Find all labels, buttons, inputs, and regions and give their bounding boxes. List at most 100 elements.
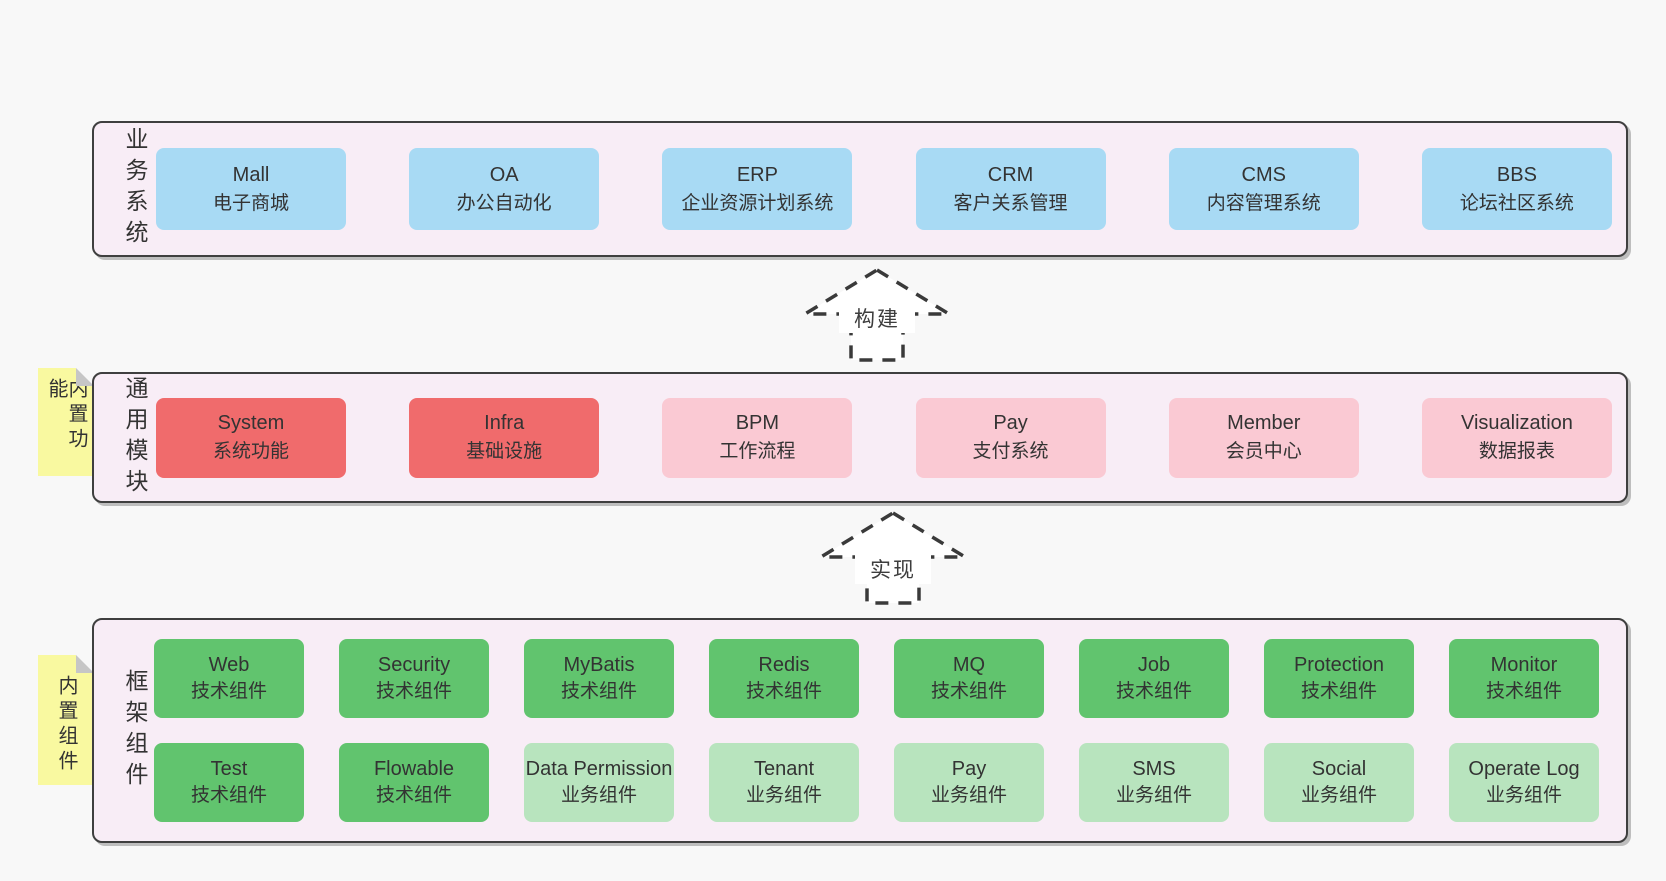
box-title: Member — [1227, 412, 1301, 435]
box-title: Social — [1311, 758, 1367, 781]
box-title: MyBatis — [563, 654, 635, 677]
sticky-label: 内置功能 — [45, 378, 87, 453]
box-mall: Mall 电子商城 — [156, 148, 346, 230]
box-title: ERP — [736, 163, 778, 186]
box-subtitle: 业务组件 — [1300, 785, 1377, 807]
box-subtitle: 系统功能 — [212, 441, 289, 463]
business-boxes-row: Mall 电子商城 OA 办公自动化 ERP 企业资源计划系统 CRM 客户关系… — [156, 148, 1612, 230]
box-subtitle: 内容管理系统 — [1206, 192, 1321, 214]
box-oa: OA 办公自动化 — [409, 148, 600, 230]
box-title: Tenant — [753, 758, 815, 781]
box-subtitle: 会员中心 — [1225, 441, 1302, 463]
box-social: Social 业务组件 — [1264, 743, 1414, 822]
box-subtitle: 客户关系管理 — [953, 192, 1068, 214]
box-subtitle: 企业资源计划系统 — [681, 192, 834, 214]
box-title: Pay — [993, 412, 1028, 435]
box-title: Job — [1137, 654, 1171, 677]
box-title: Pay — [951, 758, 987, 781]
box-title: CRM — [987, 163, 1034, 186]
box-subtitle: 工作流程 — [719, 441, 796, 463]
box-sms: SMS 业务组件 — [1079, 743, 1229, 822]
box-subtitle: 业务组件 — [745, 785, 822, 807]
box-subtitle: 技术组件 — [375, 681, 452, 703]
box-subtitle: 技术组件 — [190, 785, 267, 807]
box-protection: Protection 技术组件 — [1264, 639, 1414, 718]
box-title: Web — [208, 654, 250, 677]
box-title: Protection — [1293, 654, 1385, 677]
box-tenant: Tenant 业务组件 — [709, 743, 859, 822]
modules-boxes-row: System 系统功能 Infra 基础设施 BPM 工作流程 Pay 支付系统… — [156, 397, 1612, 478]
box-bbs: BBS 论坛社区系统 — [1421, 148, 1612, 230]
box-subtitle: 支付系统 — [972, 441, 1049, 463]
box-subtitle: 电子商城 — [212, 192, 289, 214]
box-title: Visualization — [1460, 412, 1573, 435]
box-subtitle: 业务组件 — [930, 785, 1007, 807]
box-test: Test 技术组件 — [154, 743, 304, 822]
box-web: Web 技术组件 — [154, 639, 304, 718]
box-bpm: BPM 工作流程 — [662, 397, 853, 478]
box-subtitle: 论坛社区系统 — [1459, 192, 1574, 214]
box-subtitle: 技术组件 — [375, 785, 452, 807]
framework-row-2: Test 技术组件 Flowable 技术组件 Data Permission … — [154, 743, 1599, 822]
box-cms: CMS 内容管理系统 — [1168, 148, 1359, 230]
box-subtitle: 基础设施 — [466, 441, 543, 463]
box-title: Mall — [232, 163, 270, 186]
box-title: BPM — [735, 412, 780, 435]
box-pay: Pay 支付系统 — [915, 397, 1106, 478]
sticky-note-builtin-components: 内置组件 — [38, 655, 94, 785]
section-label-framework: 框架组件 — [122, 668, 148, 793]
box-subtitle: 业务组件 — [1485, 785, 1562, 807]
box-title: Infra — [484, 412, 525, 435]
box-mq: MQ 技术组件 — [894, 639, 1044, 718]
box-operate-log: Operate Log 业务组件 — [1449, 743, 1599, 822]
box-flowable: Flowable 技术组件 — [339, 743, 489, 822]
folded-corner-icon — [76, 655, 94, 673]
box-erp: ERP 企业资源计划系统 — [662, 148, 853, 230]
box-subtitle: 业务组件 — [1115, 785, 1192, 807]
box-data-permission: Data Permission 业务组件 — [524, 743, 674, 822]
section-label-business: 业务系统 — [122, 127, 148, 251]
box-title: Monitor — [1490, 654, 1558, 677]
box-subtitle: 技术组件 — [190, 681, 267, 703]
box-subtitle: 技术组件 — [745, 681, 822, 703]
box-subtitle: 技术组件 — [1485, 681, 1562, 703]
arrow-label-implement: 实现 — [855, 554, 931, 584]
section-framework-components: 框架组件 Web 技术组件 Security 技术组件 MyBatis 技术组件… — [92, 618, 1628, 843]
box-subtitle: 数据报表 — [1478, 441, 1555, 463]
box-subtitle: 业务组件 — [560, 785, 637, 807]
folded-corner-icon — [76, 368, 94, 386]
box-title: MQ — [952, 654, 986, 677]
box-monitor: Monitor 技术组件 — [1449, 639, 1599, 718]
box-title: Redis — [758, 654, 810, 677]
box-title: Test — [210, 758, 248, 781]
arrow-label-build: 构建 — [839, 303, 915, 333]
box-subtitle: 技术组件 — [930, 681, 1007, 703]
box-title: Security — [377, 654, 451, 677]
box-system: System 系统功能 — [156, 397, 346, 478]
box-subtitle: 技术组件 — [1300, 681, 1377, 703]
box-infra: Infra 基础设施 — [409, 397, 600, 478]
section-label-modules: 通用模块 — [122, 375, 148, 500]
box-pay-biz: Pay 业务组件 — [894, 743, 1044, 822]
box-security: Security 技术组件 — [339, 639, 489, 718]
sticky-note-builtin-features: 内置功能 — [38, 368, 94, 476]
box-subtitle: 办公自动化 — [456, 192, 552, 214]
framework-row-1: Web 技术组件 Security 技术组件 MyBatis 技术组件 Redi… — [154, 639, 1599, 718]
box-redis: Redis 技术组件 — [709, 639, 859, 718]
section-common-modules: 通用模块 System 系统功能 Infra 基础设施 BPM 工作流程 Pay… — [92, 372, 1628, 503]
box-job: Job 技术组件 — [1079, 639, 1229, 718]
box-title: Data Permission — [525, 758, 673, 781]
box-member: Member 会员中心 — [1168, 397, 1359, 478]
box-subtitle: 技术组件 — [560, 681, 637, 703]
box-visualization: Visualization 数据报表 — [1421, 397, 1612, 478]
box-title: System — [217, 412, 285, 435]
box-mybatis: MyBatis 技术组件 — [524, 639, 674, 718]
box-subtitle: 技术组件 — [1115, 681, 1192, 703]
framework-rows: Web 技术组件 Security 技术组件 MyBatis 技术组件 Redi… — [154, 639, 1599, 822]
section-business-systems: 业务系统 Mall 电子商城 OA 办公自动化 ERP 企业资源计划系统 CRM… — [92, 121, 1628, 257]
box-title: OA — [489, 163, 519, 186]
box-title: Flowable — [373, 758, 455, 781]
box-title: SMS — [1132, 758, 1176, 781]
box-title: BBS — [1496, 163, 1537, 186]
